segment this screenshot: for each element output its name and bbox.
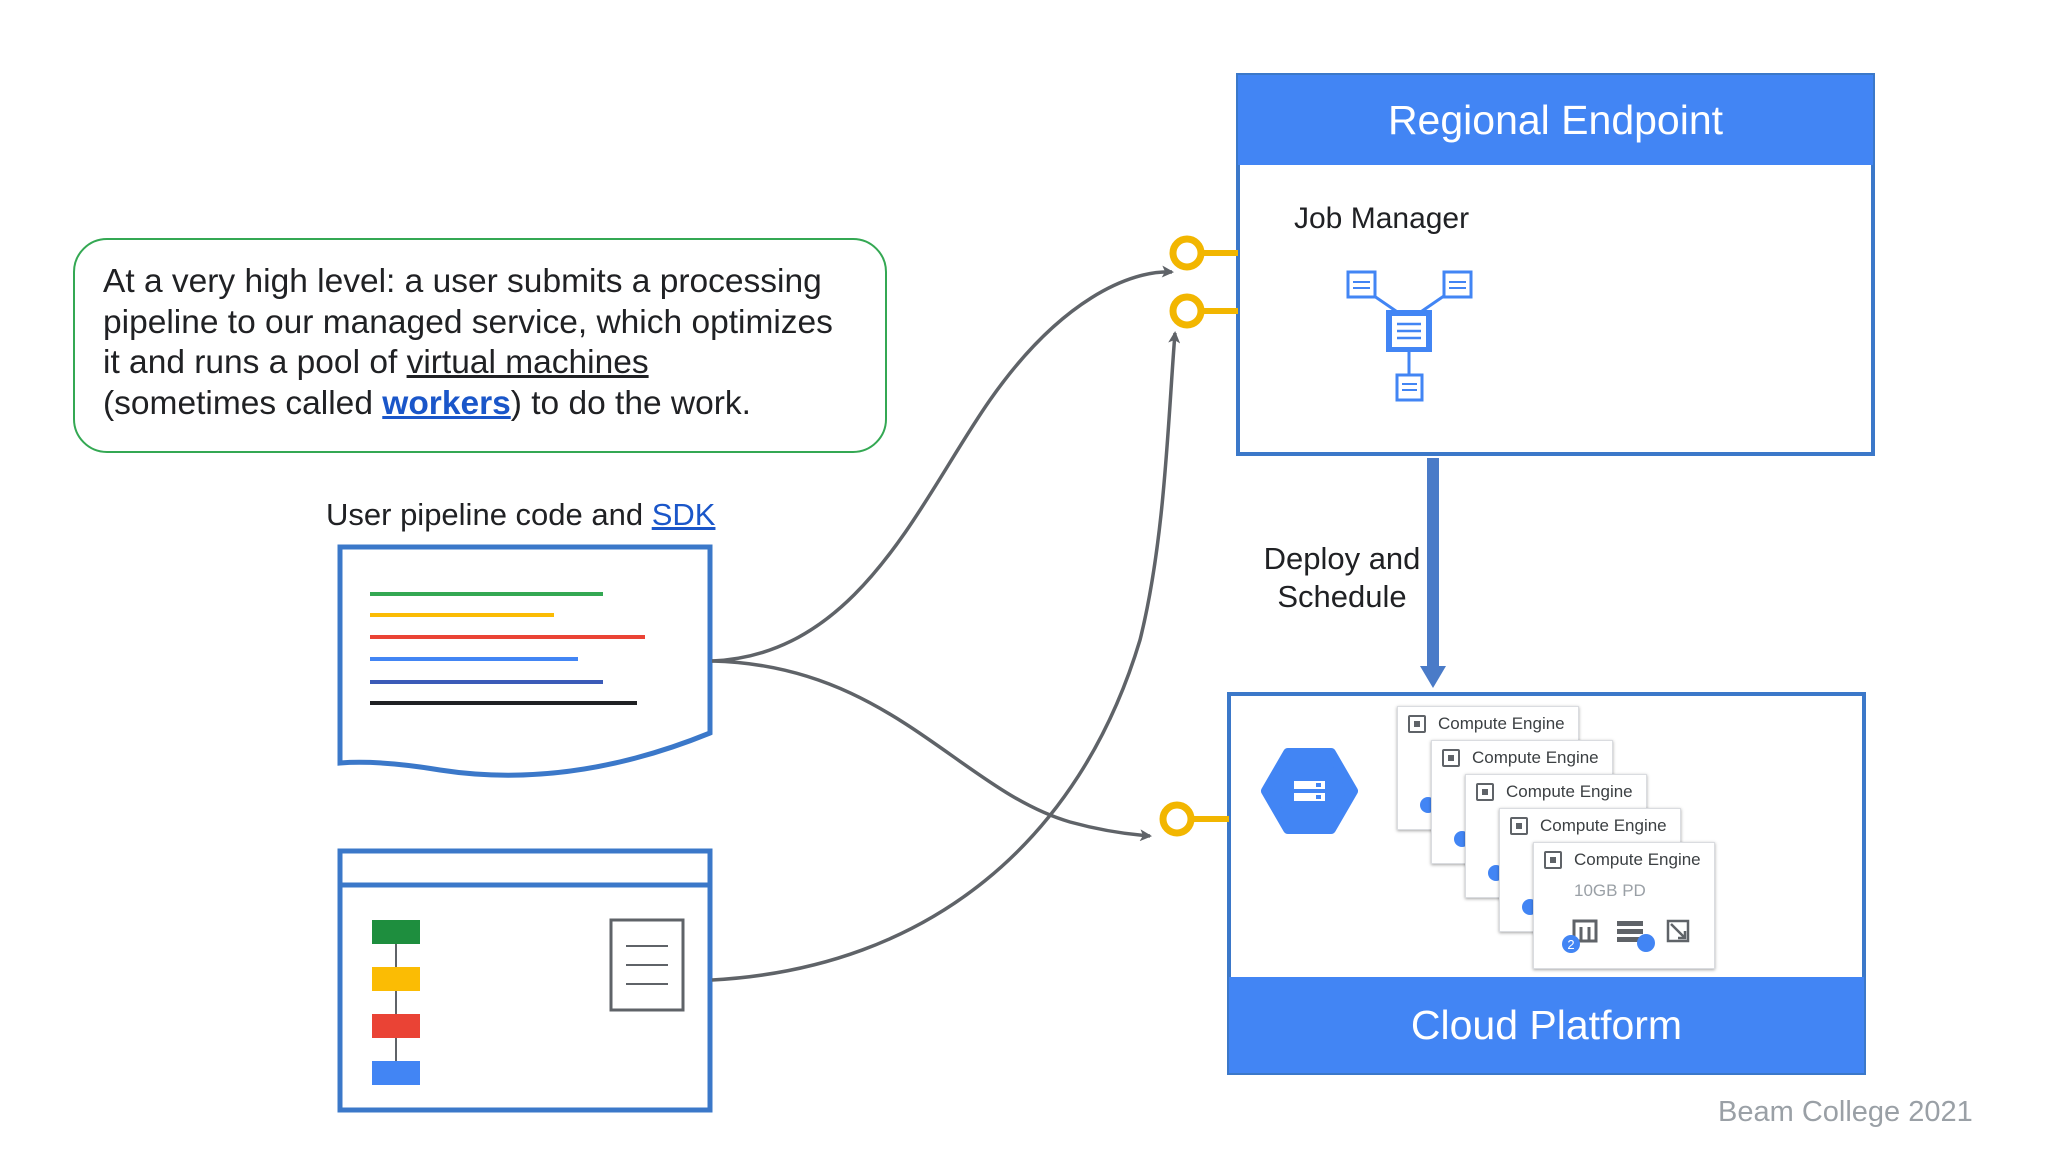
connector-icon-endpoint-bottom bbox=[1169, 293, 1238, 329]
compute-engine-chip-icon bbox=[1442, 749, 1460, 767]
deploy-schedule-label: Deploy and Schedule bbox=[1252, 540, 1432, 616]
deploy-line-2: Schedule bbox=[1277, 579, 1407, 614]
memory-icon bbox=[1572, 919, 1598, 943]
badge-circle bbox=[1562, 935, 1580, 953]
virtual-machines-term: virtual machines bbox=[406, 344, 649, 381]
code-document-icon bbox=[337, 544, 713, 778]
compute-engine-label: Compute Engine bbox=[1438, 714, 1565, 733]
sdk-link[interactable]: SDK bbox=[651, 497, 716, 532]
callout-line-3-text: it and runs a pool of bbox=[103, 344, 407, 381]
pipeline-step-green bbox=[372, 920, 420, 944]
badge-count: 2 bbox=[1567, 937, 1574, 952]
code-caption: User pipeline code and SDK bbox=[326, 497, 715, 533]
status-dot bbox=[1637, 934, 1655, 952]
disk-label: 10GB PD bbox=[1574, 881, 1646, 900]
code-caption-text: User pipeline code and bbox=[326, 497, 652, 532]
cloud-storage-hexagon-icon bbox=[1261, 748, 1358, 834]
callout-line-3: it and runs a pool of virtual machines bbox=[103, 343, 883, 384]
pipeline-step-red bbox=[372, 1014, 420, 1038]
compute-engine-card-front: Compute Engine 10GB PD 2 bbox=[1533, 842, 1715, 969]
regional-endpoint-title: Regional Endpoint bbox=[1238, 75, 1873, 165]
compute-engine-chip-icon bbox=[1408, 715, 1426, 733]
compute-engine-chip-icon bbox=[1476, 783, 1494, 801]
compute-engine-chip-icon bbox=[1510, 817, 1528, 835]
workers-link[interactable]: workers bbox=[382, 384, 511, 422]
arrow-window-to-endpoint bbox=[711, 331, 1181, 982]
arrow-code-to-cloud bbox=[711, 659, 1152, 842]
compute-engine-label: Compute Engine bbox=[1506, 782, 1633, 801]
card-icons: 2 bbox=[1562, 919, 1690, 953]
callout-line-2: pipeline to our managed service, which o… bbox=[103, 303, 833, 341]
cloud-platform-title: Cloud Platform bbox=[1229, 977, 1864, 1073]
pipeline-step-yellow bbox=[372, 967, 420, 991]
arrow-code-to-endpoint bbox=[711, 265, 1174, 663]
job-manager-network-icon bbox=[1346, 270, 1473, 402]
compute-engine-label: Compute Engine bbox=[1472, 748, 1599, 767]
callout-line-4-end: ) to do the work. bbox=[510, 384, 751, 422]
server-rack-icon bbox=[1617, 921, 1643, 942]
callout-line-4: (sometimes called workers) to do the wor… bbox=[103, 384, 883, 425]
callout-line-1: At a very high level: a user submits a p… bbox=[103, 263, 822, 300]
connector-icon-cloud bbox=[1159, 801, 1229, 837]
connector-icon-endpoint-top bbox=[1169, 235, 1238, 271]
job-manager-label: Job Manager bbox=[1294, 202, 1470, 235]
watermark: Beam College 2021 bbox=[1718, 1096, 1973, 1128]
callout-box bbox=[73, 238, 887, 453]
callout-text: At a very high level: a user submits a p… bbox=[103, 262, 883, 424]
pipeline-step-blue bbox=[372, 1061, 420, 1085]
compute-engine-chip-icon bbox=[1544, 851, 1562, 869]
compute-engine-label: Compute Engine bbox=[1540, 816, 1667, 835]
callout-line-4-text: (sometimes called bbox=[103, 384, 383, 422]
deploy-line-1: Deploy and bbox=[1263, 541, 1421, 576]
expand-icon bbox=[1666, 919, 1690, 943]
pipeline-window-icon bbox=[337, 848, 713, 1113]
deploy-arrow bbox=[1420, 458, 1446, 688]
compute-engine-label: Compute Engine bbox=[1574, 850, 1701, 869]
